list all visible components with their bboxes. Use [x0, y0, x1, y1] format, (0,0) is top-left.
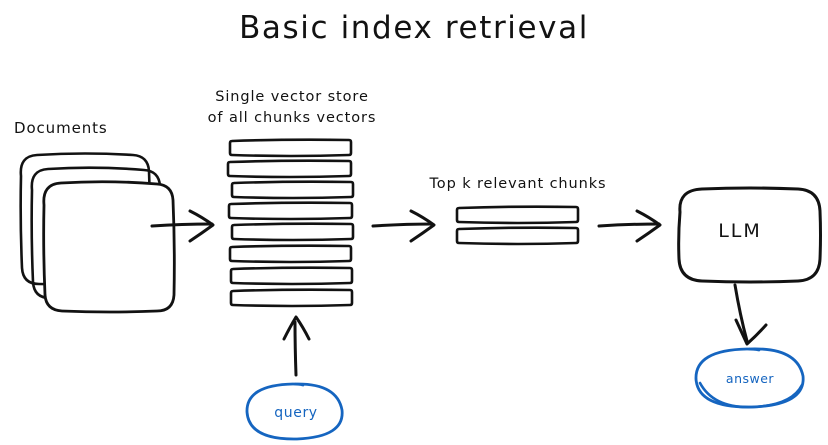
llm-label: LLM [718, 220, 762, 242]
vector-store-caption-line-2: of all chunks vectors [208, 110, 377, 126]
chunk-bar [228, 138, 353, 158]
arrow-documents-to-vector-store [150, 209, 215, 243]
chunk-bar [228, 244, 353, 264]
llm-box [677, 186, 822, 284]
arrow-chunks-to-llm [597, 209, 662, 243]
retrieved-chunks-stack [455, 205, 580, 246]
vector-store-stack [226, 138, 355, 308]
arrow-query-to-vector-store [282, 315, 311, 377]
answer-label: answer [726, 371, 775, 386]
chunk-bar [227, 201, 354, 221]
documents-stack [19, 152, 176, 314]
document-sheet-front [42, 180, 176, 314]
top-k-chunks-label: Top k relevant chunks [429, 176, 607, 192]
arrow-llm-to-answer [733, 283, 768, 346]
page-title: Basic index retrieval [239, 10, 589, 46]
vector-store-caption-line-1: Single vector store [215, 89, 369, 105]
query-ellipse [245, 382, 344, 441]
answer-ellipse-overstroke [698, 381, 804, 409]
answer-node [694, 347, 805, 409]
chunk-bar [226, 159, 353, 179]
retrieved-chunk-bar [455, 226, 580, 246]
query-node [245, 382, 344, 441]
chunk-bar [230, 222, 355, 242]
chunk-bar [229, 266, 354, 286]
query-label: query [274, 405, 317, 421]
chunk-bar [229, 288, 354, 308]
documents-label: Documents [14, 119, 108, 137]
llm-node [677, 186, 822, 284]
answer-ellipse [694, 347, 805, 409]
arrow-vector-store-to-chunks [371, 209, 436, 243]
chunk-bar [230, 180, 355, 200]
retrieved-chunk-bar [455, 205, 580, 225]
